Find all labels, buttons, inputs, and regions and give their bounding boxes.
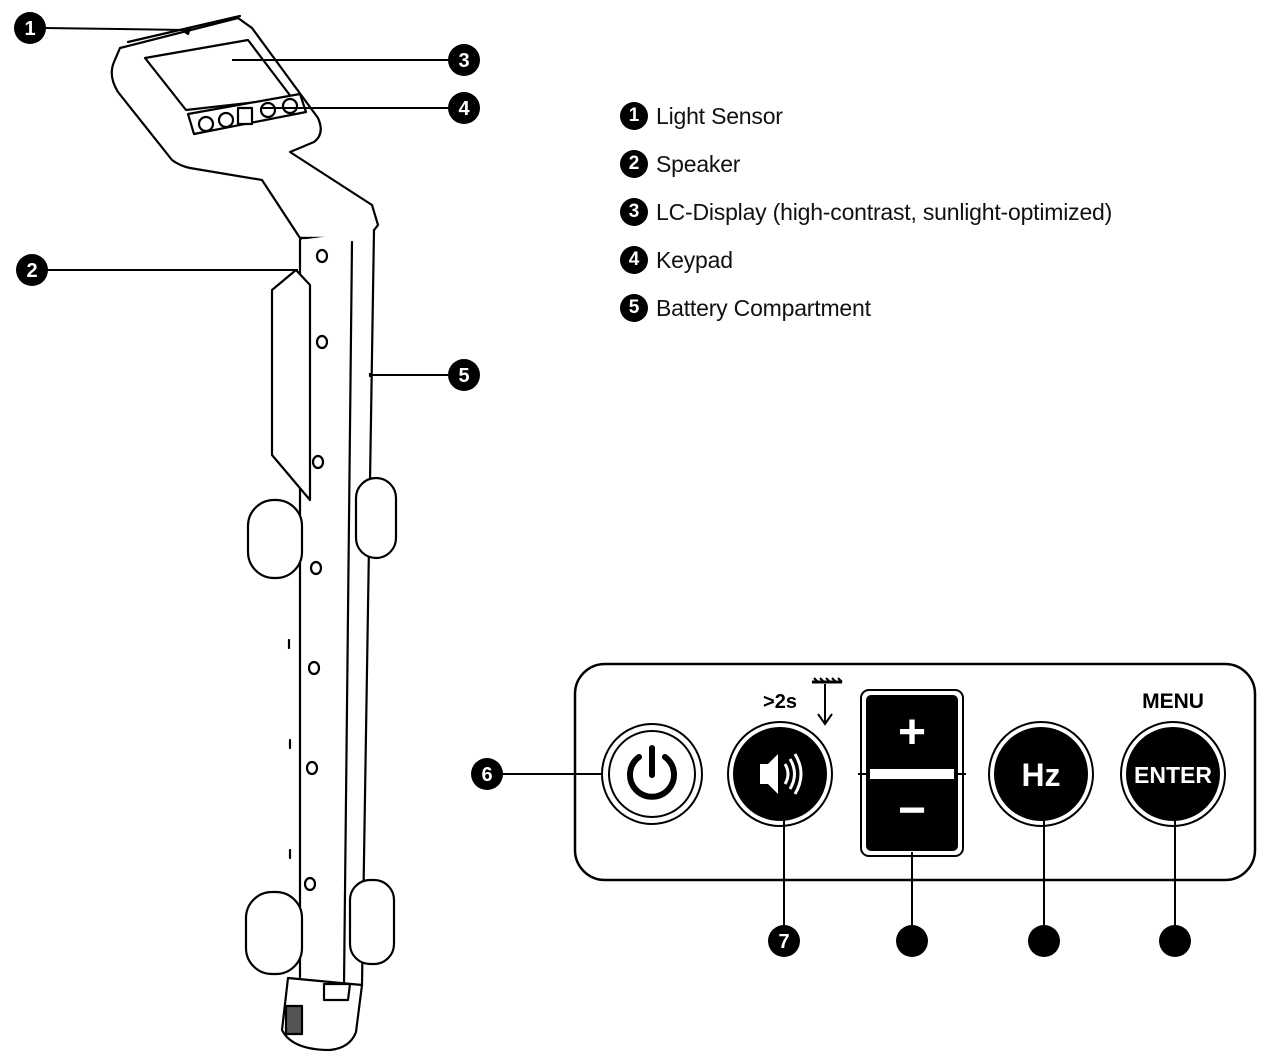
press-down-icon [812, 677, 843, 726]
legend-item: 1 Light Sensor [620, 92, 1112, 140]
power-button [601, 723, 703, 825]
legend-item: 4 Keypad [620, 236, 1112, 284]
hz-button: Hz [988, 721, 1094, 827]
callout-line-1 [43, 27, 187, 31]
power-icon [627, 745, 677, 800]
callout-badge-hz [1028, 925, 1060, 957]
callout-badge-4: 4 [448, 92, 480, 124]
device-callout-lines [43, 27, 448, 376]
minus-button-label: − [898, 784, 926, 837]
callout-number: 5 [458, 365, 469, 387]
callout-badge-1: 1 [14, 12, 46, 44]
shaft-hole [309, 560, 323, 576]
callout-number: 7 [778, 931, 789, 953]
shaft-hole [315, 334, 329, 350]
shaft-hole [303, 876, 317, 892]
callout-badge-2: 2 [16, 254, 48, 286]
handle-grip [270, 268, 312, 502]
callout-badge-3: 3 [448, 44, 480, 76]
upper-knob-left [246, 498, 304, 580]
hz-button-label: Hz [1021, 757, 1060, 793]
callout-badge-enter [1159, 925, 1191, 957]
legend-item: 5 Battery Compartment [620, 284, 1112, 332]
head-key [259, 101, 277, 119]
callout-number: 1 [24, 18, 35, 40]
legend-label: LC-Display (high-contrast, sunlight-opti… [656, 198, 1113, 225]
legend-number: 4 [620, 246, 648, 274]
head-key [197, 115, 215, 133]
head-key [217, 111, 235, 129]
legend-item: 3 LC-Display (high-contrast, sunlight-op… [620, 188, 1112, 236]
menu-label: MENU [1142, 690, 1204, 713]
head-key [236, 106, 254, 126]
plus-minus-rocker: + − [858, 689, 966, 857]
legend-label: Light Sensor [656, 102, 783, 129]
callout-badge-6: 6 [471, 758, 503, 790]
keypad-callout-lines [502, 773, 1176, 928]
enter-button: ENTER [1120, 721, 1226, 827]
keypad-detail: >2s + − Hz MENU [573, 662, 1257, 882]
legend-label: Keypad [656, 246, 733, 273]
foot-grille [284, 1004, 304, 1036]
legend-number: 2 [620, 150, 648, 178]
callout-badge-7: 7 [768, 925, 800, 957]
callout-number: 4 [458, 98, 470, 120]
shaft-hole [305, 760, 319, 776]
legend-number: 5 [620, 294, 648, 322]
shaft-edge [342, 240, 354, 987]
lower-knob-right [348, 878, 396, 966]
callout-number: 3 [458, 50, 469, 72]
legend-number: 1 [620, 102, 648, 130]
enter-button-label: ENTER [1134, 762, 1212, 788]
callout-badge-5: 5 [448, 359, 480, 391]
callout-number: 2 [26, 260, 37, 282]
shaft-hole [307, 660, 321, 676]
locator-device [110, 14, 398, 1052]
shaft-hole [315, 248, 329, 264]
lower-knob-left [244, 890, 304, 976]
legend-item: 2 Speaker [620, 140, 1112, 188]
foot-clip [322, 982, 352, 1002]
volume-button [727, 721, 833, 827]
plus-button-label: + [898, 706, 926, 759]
legend-number: 3 [620, 198, 648, 226]
legend: 1 Light Sensor 2 Speaker 3 LC-Display (h… [620, 92, 1112, 332]
shaft-hole [311, 454, 325, 470]
hold-duration-label: >2s [763, 691, 797, 713]
callout-badge-rocker [896, 925, 928, 957]
legend-label: Battery Compartment [656, 294, 871, 321]
upper-knob-right [354, 476, 398, 560]
head-key [281, 97, 299, 115]
callout-number: 6 [481, 764, 492, 786]
legend-label: Speaker [656, 150, 741, 177]
speaker-icon [760, 753, 803, 795]
